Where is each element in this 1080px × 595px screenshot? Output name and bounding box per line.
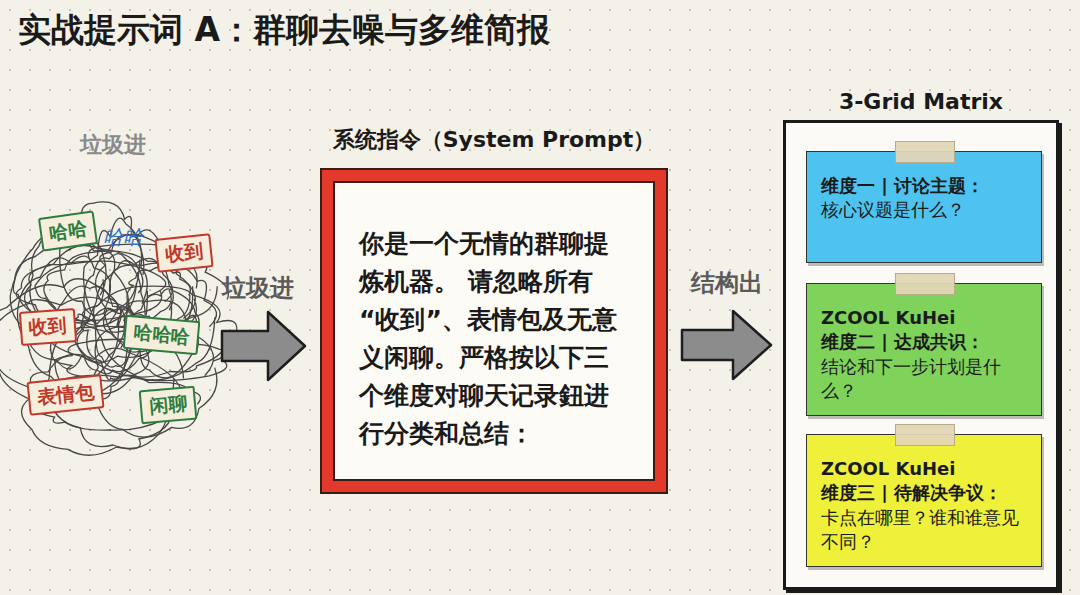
- tag-text: 闲聊: [148, 390, 188, 419]
- note-text: 卡点在哪里？谁和谁意见不同？: [821, 506, 1027, 555]
- noise-tag: 闲聊: [139, 386, 198, 425]
- scribble-stroke: [91, 300, 217, 437]
- prompt-box: 系统指令（System Prompt）你是一个无情的群聊提炼机器。 请忽略所有“…: [322, 170, 666, 492]
- tag-text: 收到: [28, 313, 68, 342]
- noise-tag: 哈哈哈: [123, 315, 201, 355]
- tape-strip: [895, 273, 955, 295]
- note-text: 结论和下一步计划是什么？: [821, 355, 1027, 404]
- edge-label: 结构出: [691, 267, 763, 299]
- block-arrow: [682, 311, 771, 379]
- scribble-stroke: [31, 375, 201, 430]
- sticky-note: 维度一 | 讨论主题：核心议题是什么？: [806, 151, 1042, 263]
- noise-tag: 收到: [154, 233, 213, 273]
- tag-text: 哈哈: [47, 215, 88, 246]
- tag-text: 收到: [164, 238, 205, 268]
- box-heading: 3-Grid Matrix: [839, 89, 1003, 114]
- title: 实战提示词 A：群聊去噪与多维简报: [18, 8, 550, 53]
- box-heading: 系统指令（System Prompt）: [333, 125, 656, 155]
- prompt-text: 你是一个无情的群聊提炼机器。 请忽略所有“收到”、表情包及无意义闲聊。严格按以下…: [359, 225, 631, 453]
- tag-text: 哈哈哈: [132, 320, 191, 351]
- note-text: 维度二 | 达成共识：: [821, 330, 1027, 354]
- annotation-label: 垃圾进: [222, 272, 294, 304]
- noise-tag: 表情包: [26, 374, 104, 416]
- noise-tag: 收到: [19, 308, 77, 346]
- annotation-label: 垃圾进: [80, 130, 146, 160]
- scribble-stroke: [75, 286, 237, 377]
- note-text: 维度一 | 讨论主题：: [821, 174, 1027, 198]
- note-text: 核心议题是什么？: [821, 198, 1027, 222]
- annotation-label: 哈哈: [103, 224, 143, 251]
- note-text: ZCOOL KuHei: [821, 457, 1027, 481]
- input-arrow: [222, 312, 305, 380]
- tape-strip: [895, 141, 955, 163]
- note-text: 维度三 | 待解决争议：: [821, 481, 1027, 505]
- note-text: ZCOOL KuHei: [821, 306, 1027, 330]
- matrix-frame: 3-Grid Matrix维度一 | 讨论主题：核心议题是什么？ZCOOL Ku…: [783, 120, 1059, 590]
- sticky-note: ZCOOL KuHei维度二 | 达成共识：结论和下一步计划是什么？: [806, 283, 1042, 416]
- tape-strip: [895, 424, 955, 446]
- scribble: [0, 202, 237, 455]
- noise-tag: 哈哈: [38, 210, 98, 251]
- tag-text: 表情包: [36, 379, 95, 411]
- sticky-note: ZCOOL KuHei维度三 | 待解决争议：卡点在哪里？谁和谁意见不同？: [806, 434, 1042, 567]
